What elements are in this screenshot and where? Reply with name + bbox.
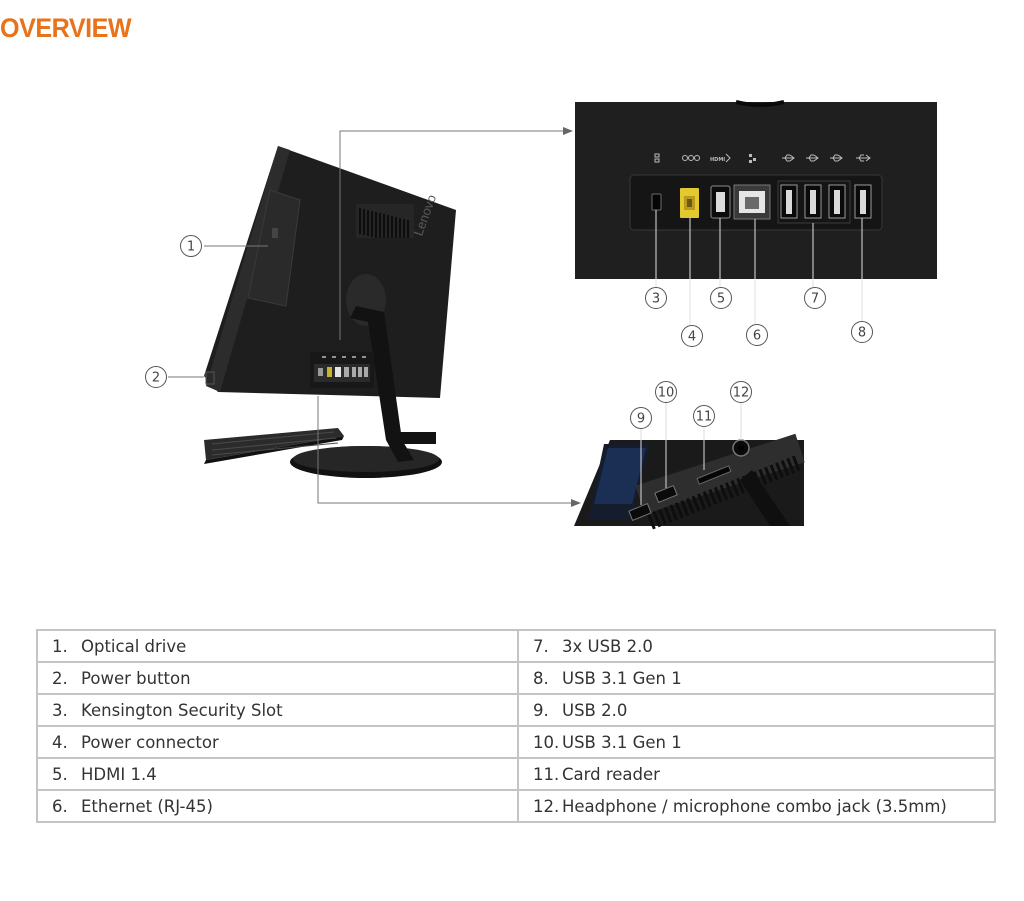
- spec-cell: 7.3x USB 2.0: [517, 629, 996, 663]
- svg-text:7: 7: [811, 292, 819, 307]
- callout-10: 10: [655, 381, 677, 403]
- callout-2: 2: [145, 366, 167, 388]
- svg-text:1: 1: [187, 240, 195, 255]
- svg-text:2: 2: [152, 371, 160, 386]
- arrow-to-side-ports: [317, 396, 581, 507]
- table-row: 6.Ethernet (RJ-45) 12.Headphone / microp…: [36, 789, 996, 823]
- svg-text:3: 3: [652, 292, 660, 307]
- hdmi-icon: HDMI: [710, 153, 731, 163]
- usb-icons: [782, 154, 871, 162]
- svg-text:10: 10: [658, 386, 675, 401]
- callout-1: 1: [180, 235, 202, 257]
- spec-cell: 12.Headphone / microphone combo jack (3.…: [517, 789, 996, 823]
- spec-cell: 9.USB 2.0: [517, 693, 996, 727]
- svg-text:12: 12: [733, 386, 750, 401]
- spec-cell: 11.Card reader: [517, 757, 996, 791]
- callout-4: 4: [681, 325, 703, 347]
- svg-text:11: 11: [696, 410, 713, 425]
- port-specs-table: 1.Optical drive 7.3x USB 2.0 2.Power but…: [36, 629, 996, 823]
- card-reader-slot: [696, 465, 732, 485]
- arrow-to-rear-ports: [339, 127, 573, 340]
- hdmi-icon-label: HDMI: [710, 157, 725, 163]
- spec-cell: 5.HDMI 1.4: [36, 757, 519, 791]
- all-in-one-rear-view: Lenovo: [204, 146, 456, 478]
- spec-cell: 1.Optical drive: [36, 629, 519, 663]
- page-title: OVERVIEW: [0, 13, 132, 43]
- table-row: 5.HDMI 1.4 11.Card reader: [36, 757, 996, 791]
- optical-drive-panel: [247, 189, 301, 307]
- spec-cell: 6.Ethernet (RJ-45): [36, 789, 519, 823]
- svg-text:9: 9: [637, 412, 645, 427]
- callout-3: 3: [645, 287, 667, 309]
- callout-12: 12: [730, 381, 752, 403]
- vent-grille: [356, 204, 414, 238]
- spec-cell: 2.Power button: [36, 661, 519, 695]
- usb-2-port-group: [777, 180, 851, 224]
- spec-cell: 3.Kensington Security Slot: [36, 693, 519, 727]
- keyboard: [204, 428, 344, 464]
- power-connector-icon: [682, 155, 700, 161]
- callout-6: 6: [746, 324, 768, 346]
- spec-cell: 10.USB 3.1 Gen 1: [517, 725, 996, 759]
- svg-text:8: 8: [858, 326, 866, 341]
- svg-text:6: 6: [753, 329, 761, 344]
- callout-9: 9: [630, 407, 652, 429]
- usb-ports: [780, 184, 872, 219]
- svg-text:4: 4: [688, 330, 696, 345]
- spec-cell: 8.USB 3.1 Gen 1: [517, 661, 996, 695]
- callout-8: 8: [851, 321, 873, 343]
- callout-11: 11: [693, 405, 715, 427]
- power-button: [205, 371, 215, 385]
- spec-cell: 4.Power connector: [36, 725, 519, 759]
- table-row: 1.Optical drive 7.3x USB 2.0: [36, 629, 996, 663]
- table-row: 2.Power button 8.USB 3.1 Gen 1: [36, 661, 996, 695]
- rear-io-mini: [310, 352, 374, 388]
- kensington-slot: [651, 193, 662, 211]
- table-row: 3.Kensington Security Slot 9.USB 2.0: [36, 693, 996, 727]
- stand-neck: [350, 306, 414, 462]
- lock-icon: [654, 153, 660, 163]
- rear-ports-closeup: HDMI: [575, 100, 937, 326]
- side-ports-closeup: [574, 402, 805, 530]
- usb-2-side-port: [628, 502, 652, 522]
- ethernet-icon: [749, 154, 756, 163]
- callout-markers: 1 2 3 4 5 6 7 8 9 10 11 12: [145, 235, 873, 429]
- table-row: 4.Power connector 10.USB 3.1 Gen 1: [36, 725, 996, 759]
- svg-text:5: 5: [717, 292, 725, 307]
- callout-7: 7: [804, 287, 826, 309]
- callout-5: 5: [710, 287, 732, 309]
- product-overview-figure: Lenovo: [145, 100, 937, 530]
- usb-3-side-port: [654, 484, 678, 504]
